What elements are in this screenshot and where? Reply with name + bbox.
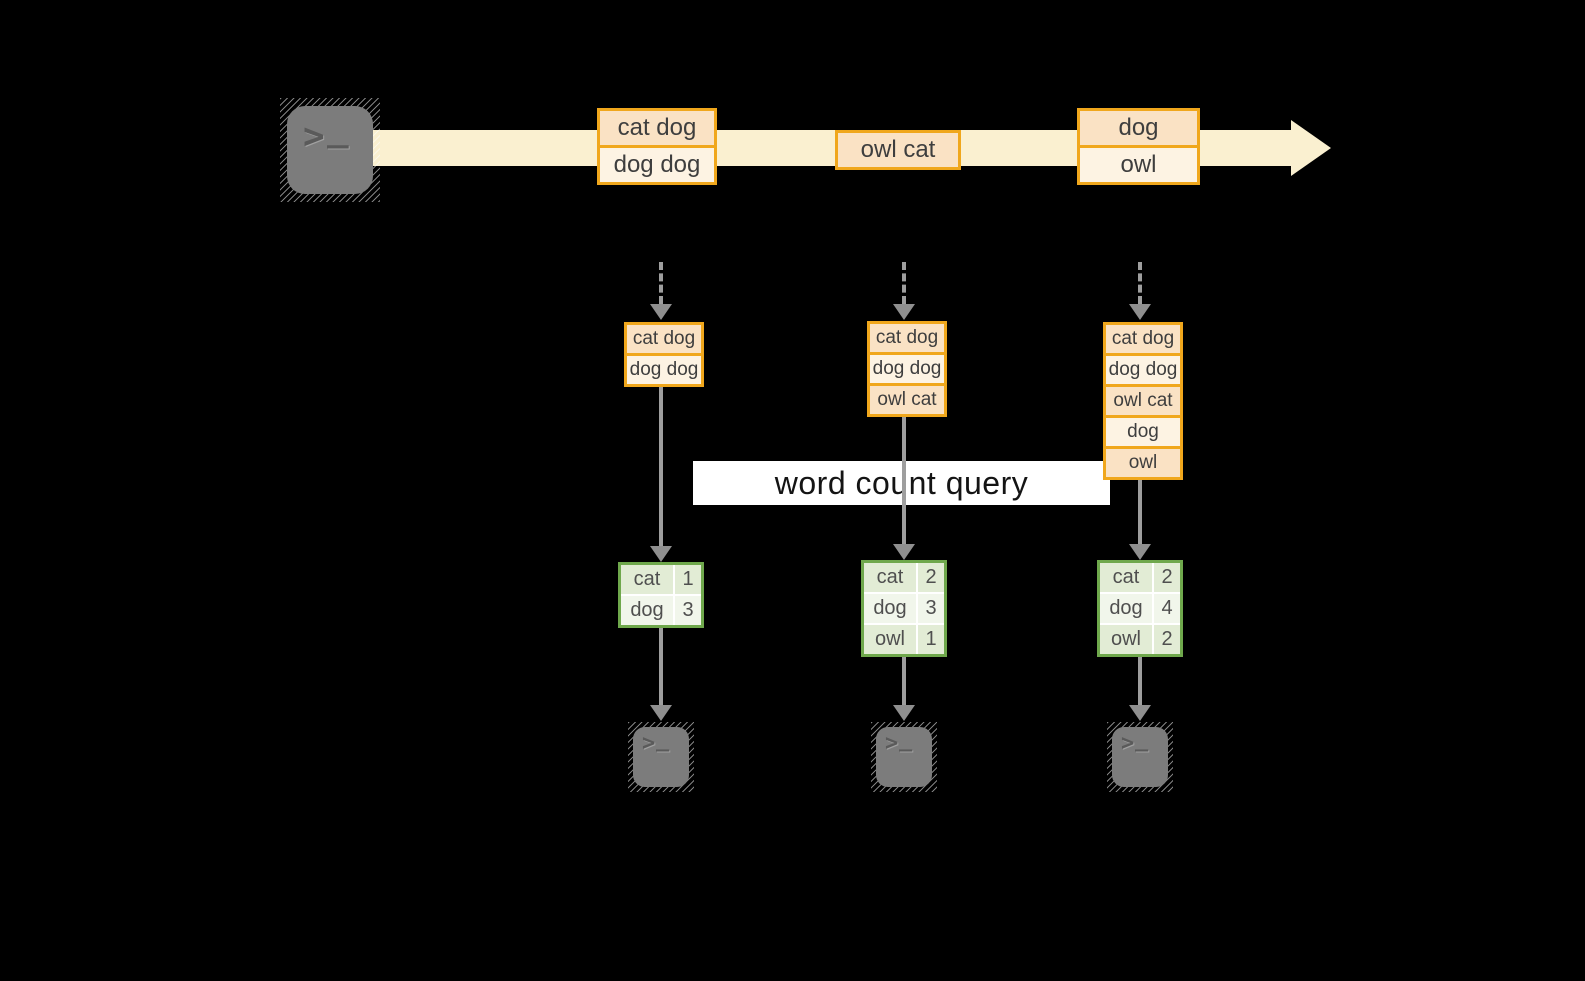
buffered-record: cat dog — [870, 324, 944, 352]
buffered-record: owl cat — [1106, 384, 1180, 415]
output-arrow-line — [902, 657, 906, 705]
word-cell: cat — [621, 565, 673, 594]
count-cell-value: 2 — [1154, 563, 1180, 592]
count-cell-value: 3 — [675, 596, 701, 625]
terminal-body: >_ — [633, 727, 689, 787]
terminal-prompt-underscore-icon: _ — [656, 727, 670, 752]
buffered-record: cat dog — [627, 325, 701, 353]
terminal-prompt-chevron-icon: > — [1121, 731, 1135, 756]
word-cell: dog — [621, 596, 673, 625]
count-cell-value: 4 — [1154, 594, 1180, 623]
query-arrow-line — [1138, 480, 1142, 544]
query-arrow-line — [902, 417, 906, 544]
buffered-record: dog dog — [870, 352, 944, 383]
query-label-banner: word count query — [693, 461, 1110, 505]
ingest-arrow-line — [659, 262, 663, 304]
query-arrow-line — [659, 387, 663, 546]
stream-timeline-arrowhead-icon — [1291, 120, 1331, 176]
stream-event-box: owl cat — [835, 130, 961, 170]
output-arrowhead-icon — [1129, 705, 1151, 721]
word-cell: dog — [1100, 594, 1152, 623]
word-cell: dog — [864, 594, 916, 623]
count-cell-value: 2 — [1154, 625, 1180, 654]
stream-record: owl — [1080, 145, 1197, 182]
output-arrow-line — [1138, 657, 1142, 705]
query-arrowhead-icon — [893, 544, 915, 560]
ingest-arrowhead-icon — [893, 304, 915, 320]
stream-record: cat dog — [600, 111, 714, 145]
terminal-prompt-chevron-icon: > — [303, 116, 325, 157]
ingest-arrowhead-icon — [650, 304, 672, 320]
terminal-prompt-chevron-icon: > — [642, 731, 656, 756]
stream-record: dog dog — [600, 145, 714, 182]
ingest-arrow-line — [1138, 262, 1142, 304]
sink-terminal-icon: >_ — [871, 722, 937, 792]
output-arrowhead-icon — [650, 705, 672, 721]
stream-source-terminal-icon: > _ — [280, 98, 380, 202]
stream-record: owl cat — [838, 133, 958, 167]
ingest-arrowhead-icon — [1129, 304, 1151, 320]
buffered-record: dog dog — [1106, 353, 1180, 384]
count-cell-value: 2 — [918, 563, 944, 592]
terminal-prompt-underscore-icon: _ — [899, 727, 913, 752]
count-cell-value: 3 — [918, 594, 944, 623]
buffered-record: owl cat — [870, 383, 944, 414]
terminal-body: >_ — [876, 727, 932, 787]
word-cell: cat — [1100, 563, 1152, 592]
query-arrowhead-icon — [1129, 544, 1151, 560]
buffered-record: dog dog — [627, 353, 701, 384]
terminal-body: > _ — [287, 106, 373, 194]
count-cell-value: 1 — [675, 565, 701, 594]
buffered-record: owl — [1106, 446, 1180, 477]
query-label: word count query — [774, 464, 1029, 501]
word-cell: owl — [1100, 625, 1152, 654]
query-arrowhead-icon — [650, 546, 672, 562]
terminal-prompt-underscore-icon: _ — [327, 108, 349, 149]
sink-terminal-icon: >_ — [628, 722, 694, 792]
stream-record: dog — [1080, 111, 1197, 145]
count-cell-value: 1 — [918, 625, 944, 654]
terminal-body: >_ — [1112, 727, 1168, 787]
terminal-prompt-underscore-icon: _ — [1135, 727, 1149, 752]
buffered-record: dog — [1106, 415, 1180, 446]
output-arrowhead-icon — [893, 705, 915, 721]
sink-terminal-icon: >_ — [1107, 722, 1173, 792]
word-cell: cat — [864, 563, 916, 592]
terminal-prompt-chevron-icon: > — [885, 731, 899, 756]
word-cell: owl — [864, 625, 916, 654]
output-arrow-line — [659, 628, 663, 705]
ingest-arrow-line — [902, 262, 906, 304]
buffered-record: cat dog — [1106, 325, 1180, 353]
